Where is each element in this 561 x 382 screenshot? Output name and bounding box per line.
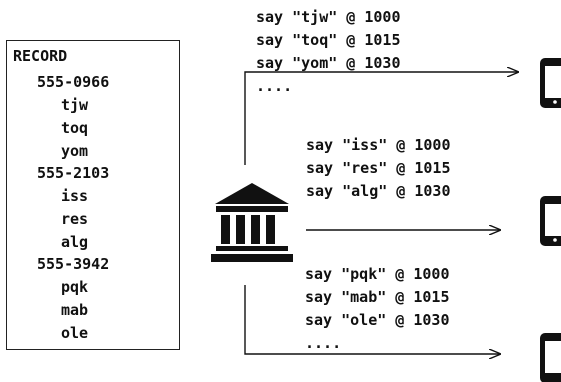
record-box xyxy=(6,40,180,350)
message-line: say "pqk" @ 1000 xyxy=(305,265,450,283)
record-code: alg xyxy=(61,233,89,251)
record-number: 555-3942 xyxy=(37,255,110,273)
message-line: say "ole" @ 1030 xyxy=(305,311,450,329)
message-line: say "res" @ 1015 xyxy=(306,159,451,177)
connector-arrow-bottom xyxy=(244,285,500,354)
record-code: pqk xyxy=(61,278,89,296)
record-number: 555-0966 xyxy=(37,73,110,91)
connector-arrow-top xyxy=(244,72,518,165)
record-code: res xyxy=(61,210,89,228)
message-line: say "toq" @ 1015 xyxy=(256,31,401,49)
record-code: mab xyxy=(61,301,89,319)
smartphone-icon xyxy=(540,333,561,382)
message-line: say "alg" @ 1030 xyxy=(306,182,451,200)
bank-building-icon xyxy=(211,183,293,262)
record-code: toq xyxy=(61,119,89,137)
record-code: ole xyxy=(61,324,89,342)
record-code: yom xyxy=(61,142,89,160)
message-line: say "iss" @ 1000 xyxy=(306,136,451,154)
smartphone-icon xyxy=(540,58,561,108)
message-ellipsis: .... xyxy=(256,77,293,95)
record-number: 555-2103 xyxy=(37,164,110,182)
message-line: say "yom" @ 1030 xyxy=(256,54,401,72)
message-line: say "mab" @ 1015 xyxy=(305,288,450,306)
record-code: tjw xyxy=(61,96,89,114)
message-line: say "tjw" @ 1000 xyxy=(256,8,401,26)
message-ellipsis: .... xyxy=(305,334,342,352)
record-code: iss xyxy=(61,187,89,205)
record-title: RECORD xyxy=(13,47,68,65)
smartphone-icon xyxy=(540,196,561,246)
